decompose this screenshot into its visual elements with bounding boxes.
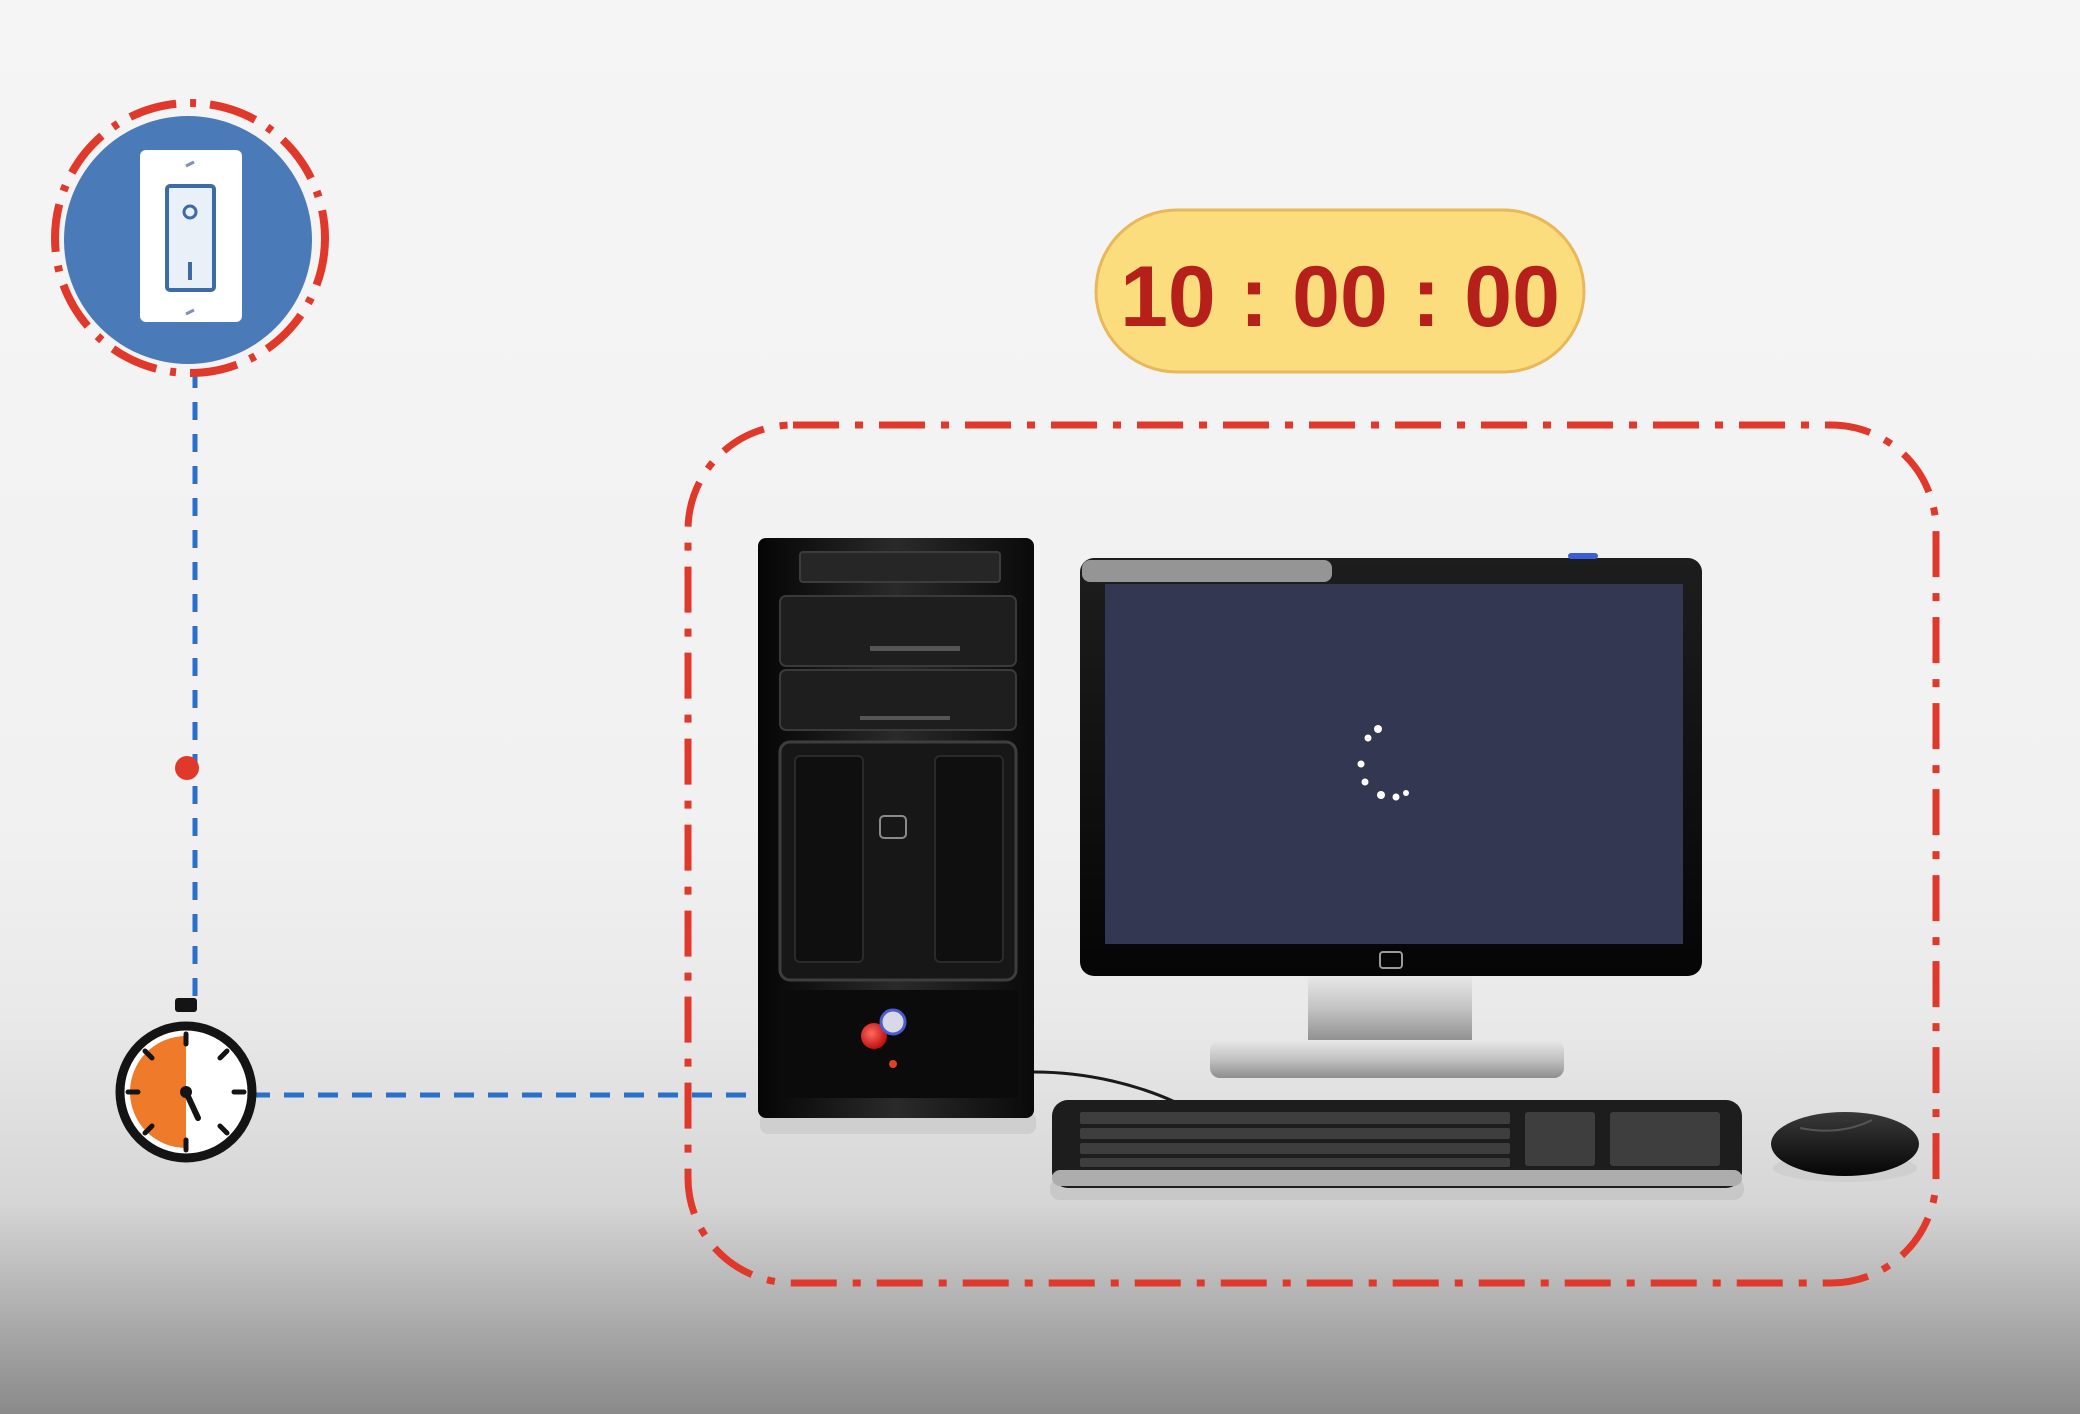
monitor-stand-base <box>1210 1040 1564 1078</box>
tower-led <box>889 1060 897 1068</box>
monitor-power-light <box>1568 553 1598 559</box>
loading-spinner-icon <box>1357 725 1409 801</box>
mouse-icon <box>1771 1112 1919 1182</box>
tower-power-button <box>861 1023 887 1049</box>
switch-toggle <box>165 184 216 292</box>
tower-media-button <box>879 1008 907 1036</box>
desktop-tower-icon <box>758 538 1036 1134</box>
mouse-body <box>1771 1112 1919 1176</box>
stopwatch-crown <box>175 998 197 1012</box>
keyboard-front-edge <box>1052 1170 1742 1186</box>
mouse-button-split <box>1799 1119 1873 1132</box>
monitor-logo <box>1379 951 1403 969</box>
power-switch-icon[interactable] <box>51 99 329 377</box>
switch-indicator <box>182 204 198 220</box>
timer-pill <box>1094 208 1586 374</box>
monitor-bezel-highlight <box>1082 560 1332 582</box>
tower-drive-bay-1 <box>779 595 1017 667</box>
tower-drive-slot-2 <box>860 716 950 720</box>
computer-group-boundary <box>684 421 1940 1287</box>
tower-drive-slot-1 <box>870 646 960 651</box>
tower-door-panel-right <box>934 755 1004 963</box>
stopwatch-pivot <box>180 1086 192 1098</box>
monitor-stand-neck <box>1308 976 1472 1042</box>
tower-top-bay <box>799 551 1001 583</box>
keyboard-keys <box>1080 1112 1720 1167</box>
stopwatch-ticks <box>125 1031 247 1153</box>
tower-door-panel-left <box>794 755 864 963</box>
tower-bottom-panel <box>778 990 1018 1098</box>
signal-dot <box>175 756 199 780</box>
tower-drive-bay-2 <box>779 669 1017 731</box>
tower-logo <box>879 815 907 839</box>
timer-text: 10 : 00 : 00 <box>1120 249 1560 345</box>
monitor-icon <box>1080 553 1702 1078</box>
switch-highlight-ring <box>51 99 329 377</box>
timer-display: 10 : 00 : 00 <box>1094 208 1586 374</box>
switch-screw-top <box>185 160 195 168</box>
stopwatch-elapsed-wedge <box>130 1036 186 1148</box>
keyboard-icon <box>1050 1100 1744 1200</box>
keyboard-cable <box>1033 1070 1176 1104</box>
stopwatch-icon[interactable] <box>115 998 257 1163</box>
monitor-screen <box>1105 584 1683 944</box>
switch-screw-bottom <box>185 308 195 316</box>
